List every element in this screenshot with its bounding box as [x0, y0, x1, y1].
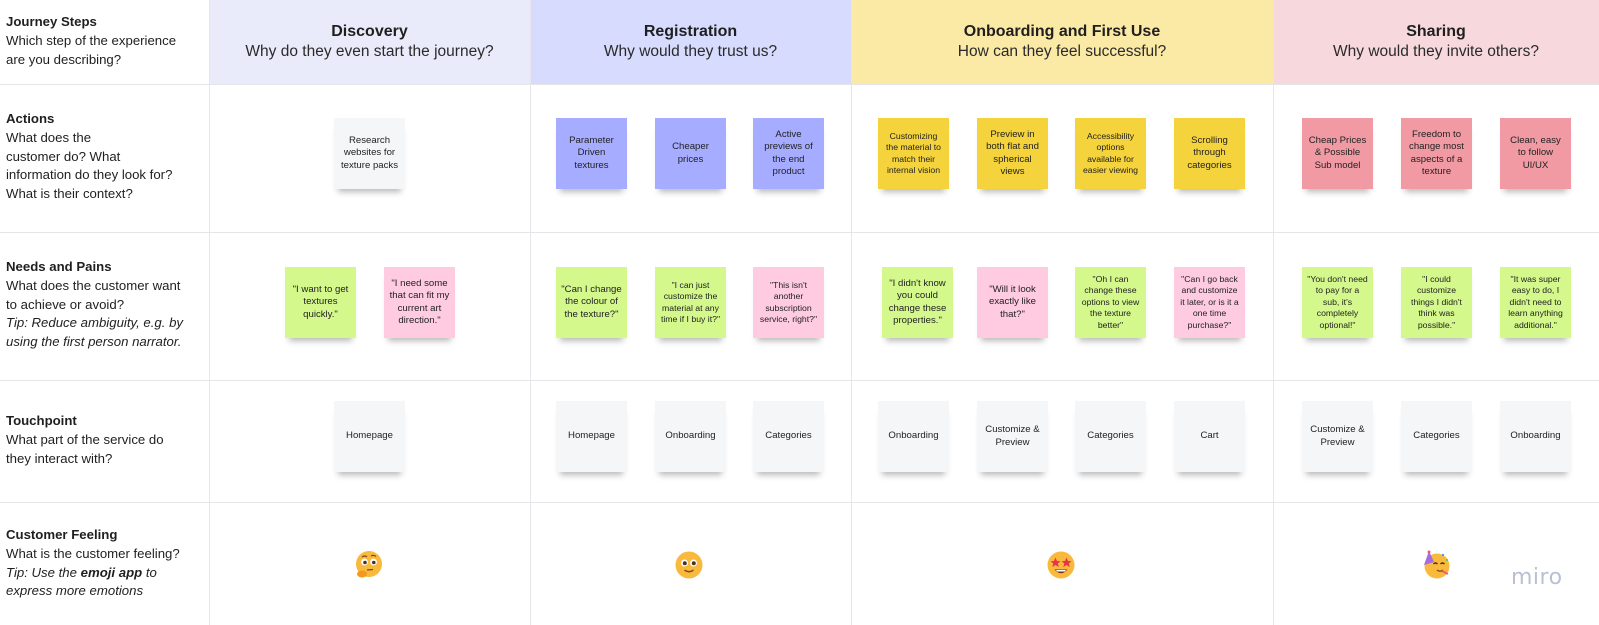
row-label-tip: express more emotions: [6, 583, 144, 599]
sticky-note[interactable]: Onboarding: [1500, 401, 1571, 472]
sticky-note[interactable]: "I want to get textures quickly.": [285, 267, 356, 338]
sticky-note[interactable]: Customize & Preview: [977, 401, 1048, 472]
tip-suffix: to: [142, 564, 157, 580]
sticky-note[interactable]: "It was super easy to do, I didn't need …: [1500, 267, 1571, 338]
row-label-line: information do they look for?: [6, 167, 173, 183]
row-label-line: What is the customer feeling?: [6, 545, 180, 561]
sticky-note[interactable]: "Can I go back and customize it later, o…: [1174, 267, 1245, 338]
row-label-line: to achieve or avoid?: [6, 296, 125, 312]
row-label-line: What is their context?: [6, 186, 133, 202]
stage-question: Why would they invite others?: [1333, 43, 1539, 60]
row-label-tip: using the first person narrator.: [6, 334, 182, 350]
sticky-note[interactable]: Customizing the material to match their …: [878, 118, 949, 189]
row-label-touchpoint: Touchpoint What part of the service do t…: [0, 412, 209, 468]
sticky-note[interactable]: "You don't need to pay for a sub, it's c…: [1302, 267, 1373, 338]
sticky-note[interactable]: Cheap Prices & Possible Sub model: [1302, 118, 1373, 189]
sticky-note[interactable]: Cart: [1174, 401, 1245, 472]
thinking-face-icon[interactable]: [354, 550, 384, 580]
row-label-line: What does the: [6, 129, 92, 145]
stage-sharing[interactable]: Sharing Why would they invite others?: [1273, 0, 1599, 84]
row-label-line: they interact with?: [6, 450, 113, 466]
sticky-note[interactable]: Homepage: [334, 401, 405, 472]
column-divider: [1273, 0, 1274, 625]
sticky-note[interactable]: Onboarding: [655, 401, 726, 472]
stage-onboarding[interactable]: Onboarding and First Use How can they fe…: [851, 0, 1273, 84]
sticky-note[interactable]: "Can I change the colour of the texture?…: [556, 267, 627, 338]
sticky-note[interactable]: Accessibility options available for easi…: [1075, 118, 1146, 189]
row-label-customer-feeling: Customer Feeling What is the customer fe…: [0, 526, 209, 601]
miro-logo: miro: [1511, 565, 1563, 590]
stage-question: Why do they even start the journey?: [245, 43, 494, 60]
row-label-title: Journey Steps: [6, 14, 97, 29]
column-divider: [530, 0, 531, 625]
row-label-line: are you describing?: [6, 51, 122, 67]
sticky-note[interactable]: "I didn't know you could change these pr…: [882, 267, 953, 338]
row-label-needs-and-pains: Needs and Pains What does the customer w…: [0, 258, 209, 352]
row-label-line: What does the customer want: [6, 277, 181, 293]
stage-title: Discovery: [331, 23, 408, 40]
sticky-note[interactable]: Customize & Preview: [1302, 401, 1373, 472]
sticky-note[interactable]: Freedom to change most aspects of a text…: [1401, 118, 1472, 189]
row-label-tip: Tip: Reduce ambiguity, e.g. by: [6, 315, 184, 331]
sticky-note[interactable]: Preview in both flat and spherical views: [977, 118, 1048, 189]
row-divider: [0, 232, 1599, 233]
row-label-line: What part of the service do: [6, 431, 164, 447]
stage-title: Registration: [643, 23, 738, 40]
stage-registration[interactable]: Registration Why would they trust us?: [530, 0, 851, 84]
sticky-note[interactable]: Homepage: [556, 401, 627, 472]
stage-title: Onboarding and First Use: [963, 23, 1161, 40]
sticky-note[interactable]: Parameter Driven textures: [556, 118, 627, 189]
stage-discovery[interactable]: Discovery Why do they even start the jou…: [209, 0, 530, 84]
sticky-note[interactable]: Categories: [753, 401, 824, 472]
stage-title: Sharing: [1406, 23, 1466, 40]
column-divider: [851, 0, 852, 625]
star-struck-face-icon[interactable]: [1046, 550, 1076, 580]
row-label-title: Customer Feeling: [6, 527, 118, 542]
sticky-note[interactable]: "I could customize things I didn't think…: [1401, 267, 1472, 338]
sticky-note[interactable]: Categories: [1401, 401, 1472, 472]
sticky-note[interactable]: "Oh I can change these options to view t…: [1075, 267, 1146, 338]
slightly-smiling-face-icon[interactable]: [674, 550, 704, 580]
row-label-title: Touchpoint: [6, 413, 77, 428]
sticky-note[interactable]: Active previews of the end product: [753, 118, 824, 189]
row-label-title: Actions: [6, 111, 55, 126]
row-label-line: customer do? What: [6, 148, 121, 164]
sticky-note[interactable]: Onboarding: [878, 401, 949, 472]
row-divider: [0, 380, 1599, 381]
partying-face-icon[interactable]: [1421, 550, 1451, 580]
row-label-journey-steps: Journey Steps Which step of the experien…: [0, 13, 209, 69]
row-label-title: Needs and Pains: [6, 259, 112, 274]
sticky-note[interactable]: Clean, easy to follow UI/UX: [1500, 118, 1571, 189]
sticky-note[interactable]: "This isn't another subscription service…: [753, 267, 824, 338]
sticky-note[interactable]: Cheaper prices: [655, 118, 726, 189]
sticky-note[interactable]: Scrolling through categories: [1174, 118, 1245, 189]
stage-question: Why would they trust us?: [603, 43, 778, 60]
row-divider: [0, 84, 1599, 85]
row-divider: [0, 502, 1599, 503]
column-divider: [209, 0, 210, 625]
sticky-note[interactable]: "Will it look exactly like that?": [977, 267, 1048, 338]
row-label-actions: Actions What does the customer do? What …: [0, 110, 209, 204]
emoji-app-link[interactable]: emoji app: [80, 564, 143, 580]
tip-prefix: Tip: Use the: [6, 564, 81, 580]
sticky-note[interactable]: "I can just customize the material at an…: [655, 267, 726, 338]
sticky-note[interactable]: Research websites for texture packs: [334, 118, 405, 189]
sticky-note[interactable]: "I need some that can fit my current art…: [384, 267, 455, 338]
stage-question: How can they feel successful?: [957, 43, 1167, 60]
sticky-note[interactable]: Categories: [1075, 401, 1146, 472]
row-label-line: Which step of the experience: [6, 32, 177, 48]
row-label-tip: Tip: Use the emoji app to: [6, 565, 157, 580]
